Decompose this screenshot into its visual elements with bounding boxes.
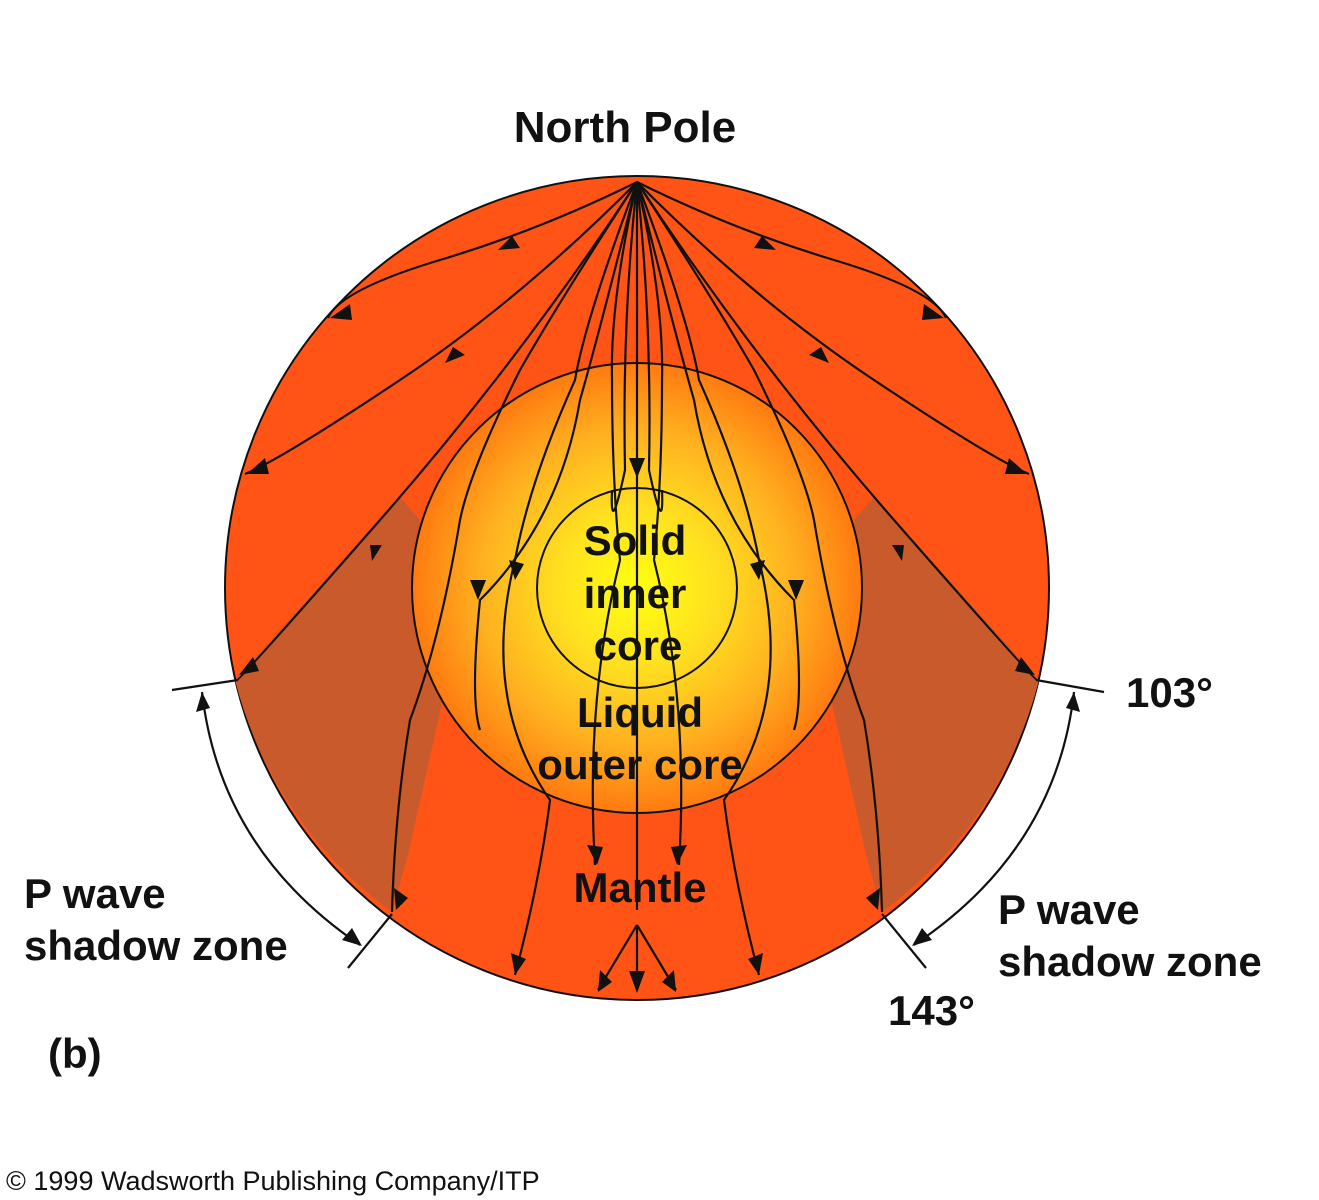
inner-core-label-2: inner xyxy=(584,570,687,617)
arrowhead xyxy=(754,236,776,250)
ray-core-right-c xyxy=(635,181,683,866)
arrowhead xyxy=(394,888,408,910)
arrowhead xyxy=(629,458,645,478)
arrowhead xyxy=(445,347,465,363)
arrowhead xyxy=(1005,458,1027,474)
ray-right-3 xyxy=(636,181,1038,682)
copyright-text: © 1999 Wadsworth Publishing Company/ITP xyxy=(6,1166,540,1196)
arrowhead xyxy=(370,545,382,561)
north-pole-label: North Pole xyxy=(514,103,736,152)
arrowhead xyxy=(587,845,603,865)
shadow-zone-right xyxy=(829,497,1039,912)
ray-right-2 xyxy=(636,181,1030,476)
arrowhead xyxy=(788,580,804,600)
arrowhead xyxy=(498,236,520,250)
arrowhead xyxy=(912,928,932,946)
shadow-zone-markers xyxy=(171,678,1105,969)
ray-core-left-a xyxy=(390,181,638,913)
arrowhead xyxy=(748,953,763,975)
ray-right-1 xyxy=(636,181,948,319)
ray-core-right-d xyxy=(635,181,801,731)
arrowhead xyxy=(671,845,687,865)
arrowhead xyxy=(809,347,829,363)
arrowhead xyxy=(239,657,259,675)
left-shadow-label-2: shadow zone xyxy=(24,922,288,969)
arrowhead xyxy=(511,953,526,975)
arrowhead xyxy=(598,970,612,992)
ray-core-right-a xyxy=(636,181,884,913)
right-shadow-label-2: shadow zone xyxy=(998,938,1262,985)
ray-inner-right xyxy=(635,181,664,512)
ray-core-left-d xyxy=(473,181,639,731)
angle-103-label: 103° xyxy=(1126,669,1213,716)
left-shadow-label-1: P wave xyxy=(24,870,166,917)
inner-core-label-1: Solid xyxy=(584,517,687,564)
arrowhead xyxy=(342,928,362,946)
arrowhead xyxy=(470,580,486,600)
arrowhead xyxy=(662,970,676,992)
arrowhead xyxy=(247,458,269,474)
right-shadow-label-1: P wave xyxy=(998,886,1140,933)
arrowhead xyxy=(922,304,944,320)
mantle-label: Mantle xyxy=(573,864,706,911)
ray-left-1 xyxy=(326,181,638,319)
ray-left-3 xyxy=(236,181,638,682)
arrowhead xyxy=(509,560,524,580)
left-shadow-arc xyxy=(200,691,361,946)
ray-inner-left xyxy=(610,181,639,512)
ray-left-2 xyxy=(244,181,638,476)
arrowhead xyxy=(892,545,904,561)
arrowhead xyxy=(1015,657,1035,675)
right-shadow-arc xyxy=(913,691,1076,946)
shadow-zone-left xyxy=(235,497,445,912)
angle-143-label: 143° xyxy=(888,987,975,1034)
arrowhead xyxy=(750,560,765,580)
outer-core-label-1: Liquid xyxy=(577,689,703,736)
arrowhead xyxy=(866,888,880,910)
ray-core-left-c xyxy=(591,181,639,866)
arrowhead xyxy=(1066,692,1080,712)
arrowhead xyxy=(196,692,210,712)
inner-core-label-3: core xyxy=(594,622,683,669)
wave-ray-paths xyxy=(236,181,1038,993)
arrowhead xyxy=(330,304,352,320)
panel-label: (b) xyxy=(48,1030,102,1077)
outer-core-label-2: outer core xyxy=(537,741,742,788)
